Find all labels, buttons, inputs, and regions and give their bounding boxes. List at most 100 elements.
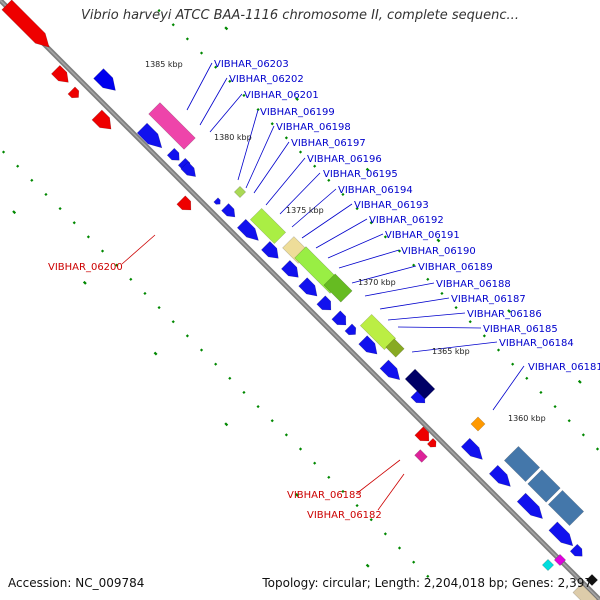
feature-shape xyxy=(249,207,287,245)
gene-label-upper[interactable]: VIBHAR_06201 xyxy=(244,90,319,101)
leader-line xyxy=(355,459,401,495)
leader-line xyxy=(315,218,368,249)
tick xyxy=(355,504,359,508)
tick xyxy=(383,235,387,239)
tick xyxy=(369,221,373,225)
tick xyxy=(157,9,161,13)
gene-label-upper[interactable]: VIBHAR_06181 xyxy=(528,362,600,373)
gene-label-upper[interactable]: VIBHAR_06192 xyxy=(369,215,444,226)
feature-shape xyxy=(547,489,585,527)
tick xyxy=(525,376,529,380)
tick xyxy=(242,93,246,98)
feature-shape xyxy=(91,109,112,130)
gene-label-lower[interactable]: VIBHAR_06200 xyxy=(48,262,123,273)
gene-feature xyxy=(136,122,163,149)
kbp-labels: 1385 kbp 1380 kbp 1375 kbp 1370 kbp 1365… xyxy=(145,60,546,423)
tick xyxy=(171,320,175,324)
gene-feature xyxy=(180,161,196,177)
leader-line xyxy=(377,473,405,511)
gene-label-upper[interactable]: VIBHAR_06194 xyxy=(338,185,413,196)
tick xyxy=(327,178,331,182)
gene-label-upper[interactable]: VIBHAR_06190 xyxy=(401,246,476,257)
leader-line xyxy=(121,234,156,265)
feature-shape xyxy=(213,197,221,205)
kbp-label: 1385 kbp xyxy=(145,60,183,69)
feature-shape xyxy=(180,161,196,177)
tick xyxy=(412,560,416,564)
kbp-label: 1375 kbp xyxy=(286,206,324,215)
tick xyxy=(129,277,133,281)
tick xyxy=(171,23,175,27)
tick xyxy=(185,334,189,338)
gene-feature xyxy=(404,368,436,400)
gene-label-lower[interactable]: VIBHAR_06183 xyxy=(287,490,362,501)
gene-label-upper[interactable]: VIBHAR_06198 xyxy=(276,122,351,133)
tick xyxy=(553,405,557,409)
gene-label-lower[interactable]: VIBHAR_06182 xyxy=(307,510,382,521)
label-leaders xyxy=(121,62,525,511)
gene-feature xyxy=(91,109,112,130)
gene-label-upper[interactable]: VIBHAR_06185 xyxy=(483,324,558,335)
tick xyxy=(468,320,472,324)
gene-feature xyxy=(585,573,599,587)
feature-shape xyxy=(572,583,598,600)
gene-label-upper[interactable]: VIBHAR_06193 xyxy=(354,200,429,211)
tick xyxy=(426,277,430,281)
feature-shape xyxy=(148,102,196,150)
feature-shape xyxy=(331,310,347,326)
gene-label-upper[interactable]: VIBHAR_06202 xyxy=(229,74,304,85)
kbp-label: 1365 kbp xyxy=(432,347,470,356)
tick xyxy=(365,167,370,172)
feature-shape xyxy=(316,295,332,311)
leader-line xyxy=(364,282,435,297)
leader-line xyxy=(387,312,466,321)
tick xyxy=(581,433,585,437)
gene-feature xyxy=(541,558,555,572)
gene-feature xyxy=(344,323,357,336)
gene-feature xyxy=(503,445,541,483)
feature-shape xyxy=(51,65,69,83)
tick xyxy=(199,348,204,352)
tick xyxy=(58,207,62,211)
tick xyxy=(567,419,571,423)
gene-label-upper[interactable]: VIBHAR_06203 xyxy=(214,59,289,70)
tick xyxy=(507,309,512,314)
gene-feature xyxy=(548,521,574,547)
feature-shape xyxy=(503,445,541,483)
feature-shape xyxy=(470,416,486,432)
tick xyxy=(284,136,288,140)
gene-feature xyxy=(414,449,428,463)
feature-shape xyxy=(323,273,353,303)
topology-info: Topology: circular; Length: 2,204,018 bp… xyxy=(262,576,592,590)
gene-label-upper[interactable]: VIBHAR_06191 xyxy=(385,230,460,241)
gene-labels[interactable]: VIBHAR_06203 VIBHAR_06202 VIBHAR_06201 V… xyxy=(48,59,600,521)
leader-line xyxy=(301,203,353,239)
gene-label-upper[interactable]: VIBHAR_06188 xyxy=(436,279,511,290)
gene-feature xyxy=(359,313,397,351)
gene-label-upper[interactable]: VIBHAR_06196 xyxy=(307,154,382,165)
feature-shape xyxy=(585,573,599,587)
gene-feature xyxy=(1,0,50,48)
gene-label-upper[interactable]: VIBHAR_06187 xyxy=(451,294,526,305)
gene-feature xyxy=(553,553,567,567)
gene-label-upper[interactable]: VIBHAR_06197 xyxy=(291,138,366,149)
leader-line xyxy=(351,265,417,284)
gene-feature xyxy=(385,338,405,358)
gene-label-upper[interactable]: VIBHAR_06189 xyxy=(418,262,493,273)
leader-line xyxy=(253,141,290,194)
gene-label-upper[interactable]: VIBHAR_06199 xyxy=(260,107,335,118)
feature-shape xyxy=(281,260,299,278)
gene-feature xyxy=(470,416,486,432)
feature-shape xyxy=(93,68,116,91)
gene-label-upper[interactable]: VIBHAR_06186 xyxy=(467,309,542,320)
gene-label-upper[interactable]: VIBHAR_06195 xyxy=(323,169,398,180)
tick xyxy=(242,390,246,395)
gene-label-upper[interactable]: VIBHAR_06184 xyxy=(499,338,574,349)
leader-line xyxy=(186,62,213,111)
feature-shape xyxy=(233,185,247,199)
tick xyxy=(426,574,430,578)
tick xyxy=(224,422,229,427)
gene-feature xyxy=(426,437,437,448)
